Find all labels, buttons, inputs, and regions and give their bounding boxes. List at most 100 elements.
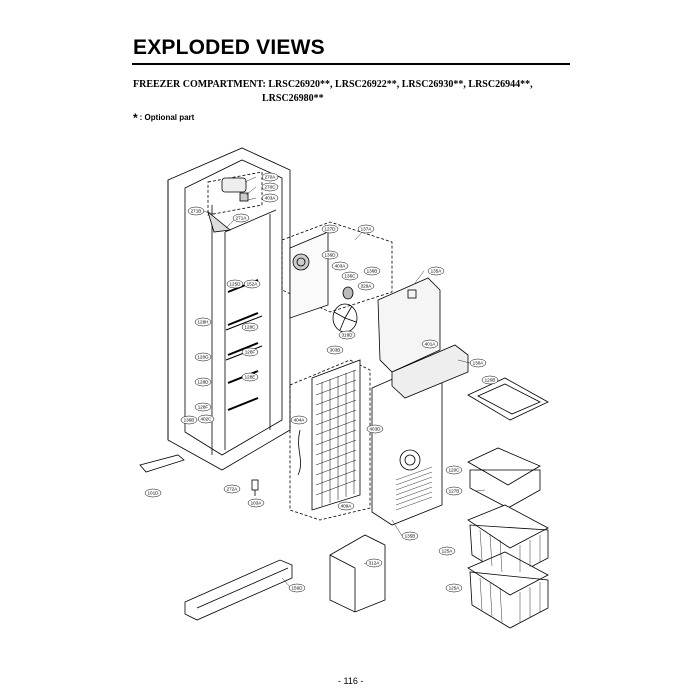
part-label: 125A xyxy=(445,583,463,593)
part-label: 127B xyxy=(445,486,463,496)
part-label: 128D xyxy=(194,377,212,387)
optional-star: * xyxy=(133,111,138,125)
svg-text:120B: 120B xyxy=(485,378,496,383)
svg-text:156D: 156D xyxy=(292,586,304,591)
svg-text:128F: 128F xyxy=(245,350,256,355)
svg-text:404A: 404A xyxy=(294,418,306,423)
ice-bin xyxy=(467,447,541,509)
svg-text:152A: 152A xyxy=(247,282,259,287)
svg-text:402C: 402C xyxy=(201,417,213,422)
part-label: 128F xyxy=(194,402,212,412)
svg-text:329A: 329A xyxy=(361,284,373,289)
part-label: 409A xyxy=(337,501,355,511)
svg-text:103A: 103A xyxy=(251,501,263,506)
part-labels: 270A 270C 403A 271B 271A 127D 137A 136D … xyxy=(144,172,499,593)
ice-bin-cover xyxy=(391,344,469,399)
part-label: 135B xyxy=(401,531,419,541)
part-label: 128C xyxy=(241,322,259,332)
part-label: 136D xyxy=(321,250,339,260)
svg-text:270C: 270C xyxy=(265,185,277,190)
svg-text:127B: 127B xyxy=(449,489,460,494)
part-label: 156D xyxy=(288,583,306,593)
ice-maker-assembly xyxy=(207,171,263,233)
part-label: 120B xyxy=(481,375,499,385)
part-label: 127D xyxy=(321,224,339,234)
part-label: 136B xyxy=(363,266,381,276)
svg-text:403D: 403D xyxy=(370,427,382,432)
svg-text:136B: 136B xyxy=(367,269,378,274)
svg-text:128C: 128C xyxy=(245,325,257,330)
svg-text:128F: 128F xyxy=(198,405,209,410)
part-label: 403A xyxy=(261,193,279,203)
page-number: - 116 - xyxy=(338,676,364,686)
part-label: 329A xyxy=(357,281,375,291)
part-label: 270A xyxy=(261,172,279,182)
freezer-cabinet xyxy=(167,147,291,471)
svg-text:128G: 128G xyxy=(197,355,209,360)
optional-part-note: *: Optional part xyxy=(133,111,194,125)
svg-text:135A: 135A xyxy=(431,269,443,274)
svg-text:128E: 128E xyxy=(245,375,256,380)
part-label: 318D xyxy=(338,330,356,340)
svg-text:120C: 120C xyxy=(449,468,461,473)
svg-text:271B: 271B xyxy=(191,209,202,214)
part-label: 128E xyxy=(241,372,259,382)
svg-text:137A: 137A xyxy=(361,227,373,232)
hinge-bracket xyxy=(139,454,185,473)
leader-lines xyxy=(202,176,486,588)
svg-text:136D: 136D xyxy=(325,253,337,258)
svg-text:401A: 401A xyxy=(425,342,437,347)
part-label: 272A xyxy=(223,484,241,494)
part-label: 101D xyxy=(144,488,162,498)
part-label: 125A xyxy=(438,546,456,556)
optional-part-text: : Optional part xyxy=(139,113,195,122)
part-label: 137A xyxy=(357,224,375,234)
part-label: 271B xyxy=(187,206,205,216)
part-label: 136C xyxy=(341,271,359,281)
svg-text:270A: 270A xyxy=(265,175,277,180)
part-label: 128F xyxy=(241,347,259,357)
compartment-models-line-1: FREEZER COMPARTMENT: LRSC26920**, LRSC26… xyxy=(133,79,533,90)
svg-text:130A: 130A xyxy=(473,361,485,366)
svg-text:101D: 101D xyxy=(148,491,160,496)
toe-grille xyxy=(184,559,293,621)
svg-text:128D: 128D xyxy=(198,380,210,385)
svg-text:272A: 272A xyxy=(227,487,239,492)
svg-text:135B: 135B xyxy=(405,534,416,539)
part-label: 128G xyxy=(194,352,212,362)
part-label: 270C xyxy=(261,182,279,192)
title-underline xyxy=(132,63,570,65)
svg-text:125A: 125A xyxy=(442,549,454,554)
svg-text:403A: 403A xyxy=(265,196,277,201)
page-title: EXPLODED VIEWS xyxy=(133,36,325,59)
part-label: 152A xyxy=(243,279,261,289)
part-label: 271A xyxy=(232,213,250,223)
svg-text:136C: 136C xyxy=(345,274,357,279)
part-label: 103A xyxy=(247,498,265,508)
freezer-shelf xyxy=(467,377,549,421)
part-label: 402C xyxy=(197,414,215,424)
part-label: 312A xyxy=(365,558,383,568)
part-label: 130A xyxy=(469,358,487,368)
rear-air-duct-panel xyxy=(377,277,441,373)
part-label: 401A xyxy=(421,339,439,349)
svg-text:318D: 318D xyxy=(342,333,354,338)
compartment-models-line-2: LRSC26980** xyxy=(262,93,324,104)
fan-motor-assembly xyxy=(281,221,393,333)
part-label: 136B xyxy=(180,415,198,425)
part-label: 128H xyxy=(194,317,212,327)
svg-text:136B: 136B xyxy=(184,418,195,423)
svg-text:127D: 127D xyxy=(325,227,337,232)
part-label: 404A xyxy=(290,415,308,425)
svg-text:409A: 409A xyxy=(341,504,353,509)
svg-text:128H: 128H xyxy=(198,320,209,325)
lower-shroud xyxy=(329,534,386,613)
svg-text:125A: 125A xyxy=(449,586,461,591)
part-label: 125D xyxy=(226,279,244,289)
part-label: 403D xyxy=(366,424,384,434)
part-label: 120C xyxy=(445,465,463,475)
evaporator-assembly xyxy=(289,359,371,521)
svg-text:125D: 125D xyxy=(230,282,242,287)
part-label: 303B xyxy=(326,345,344,355)
